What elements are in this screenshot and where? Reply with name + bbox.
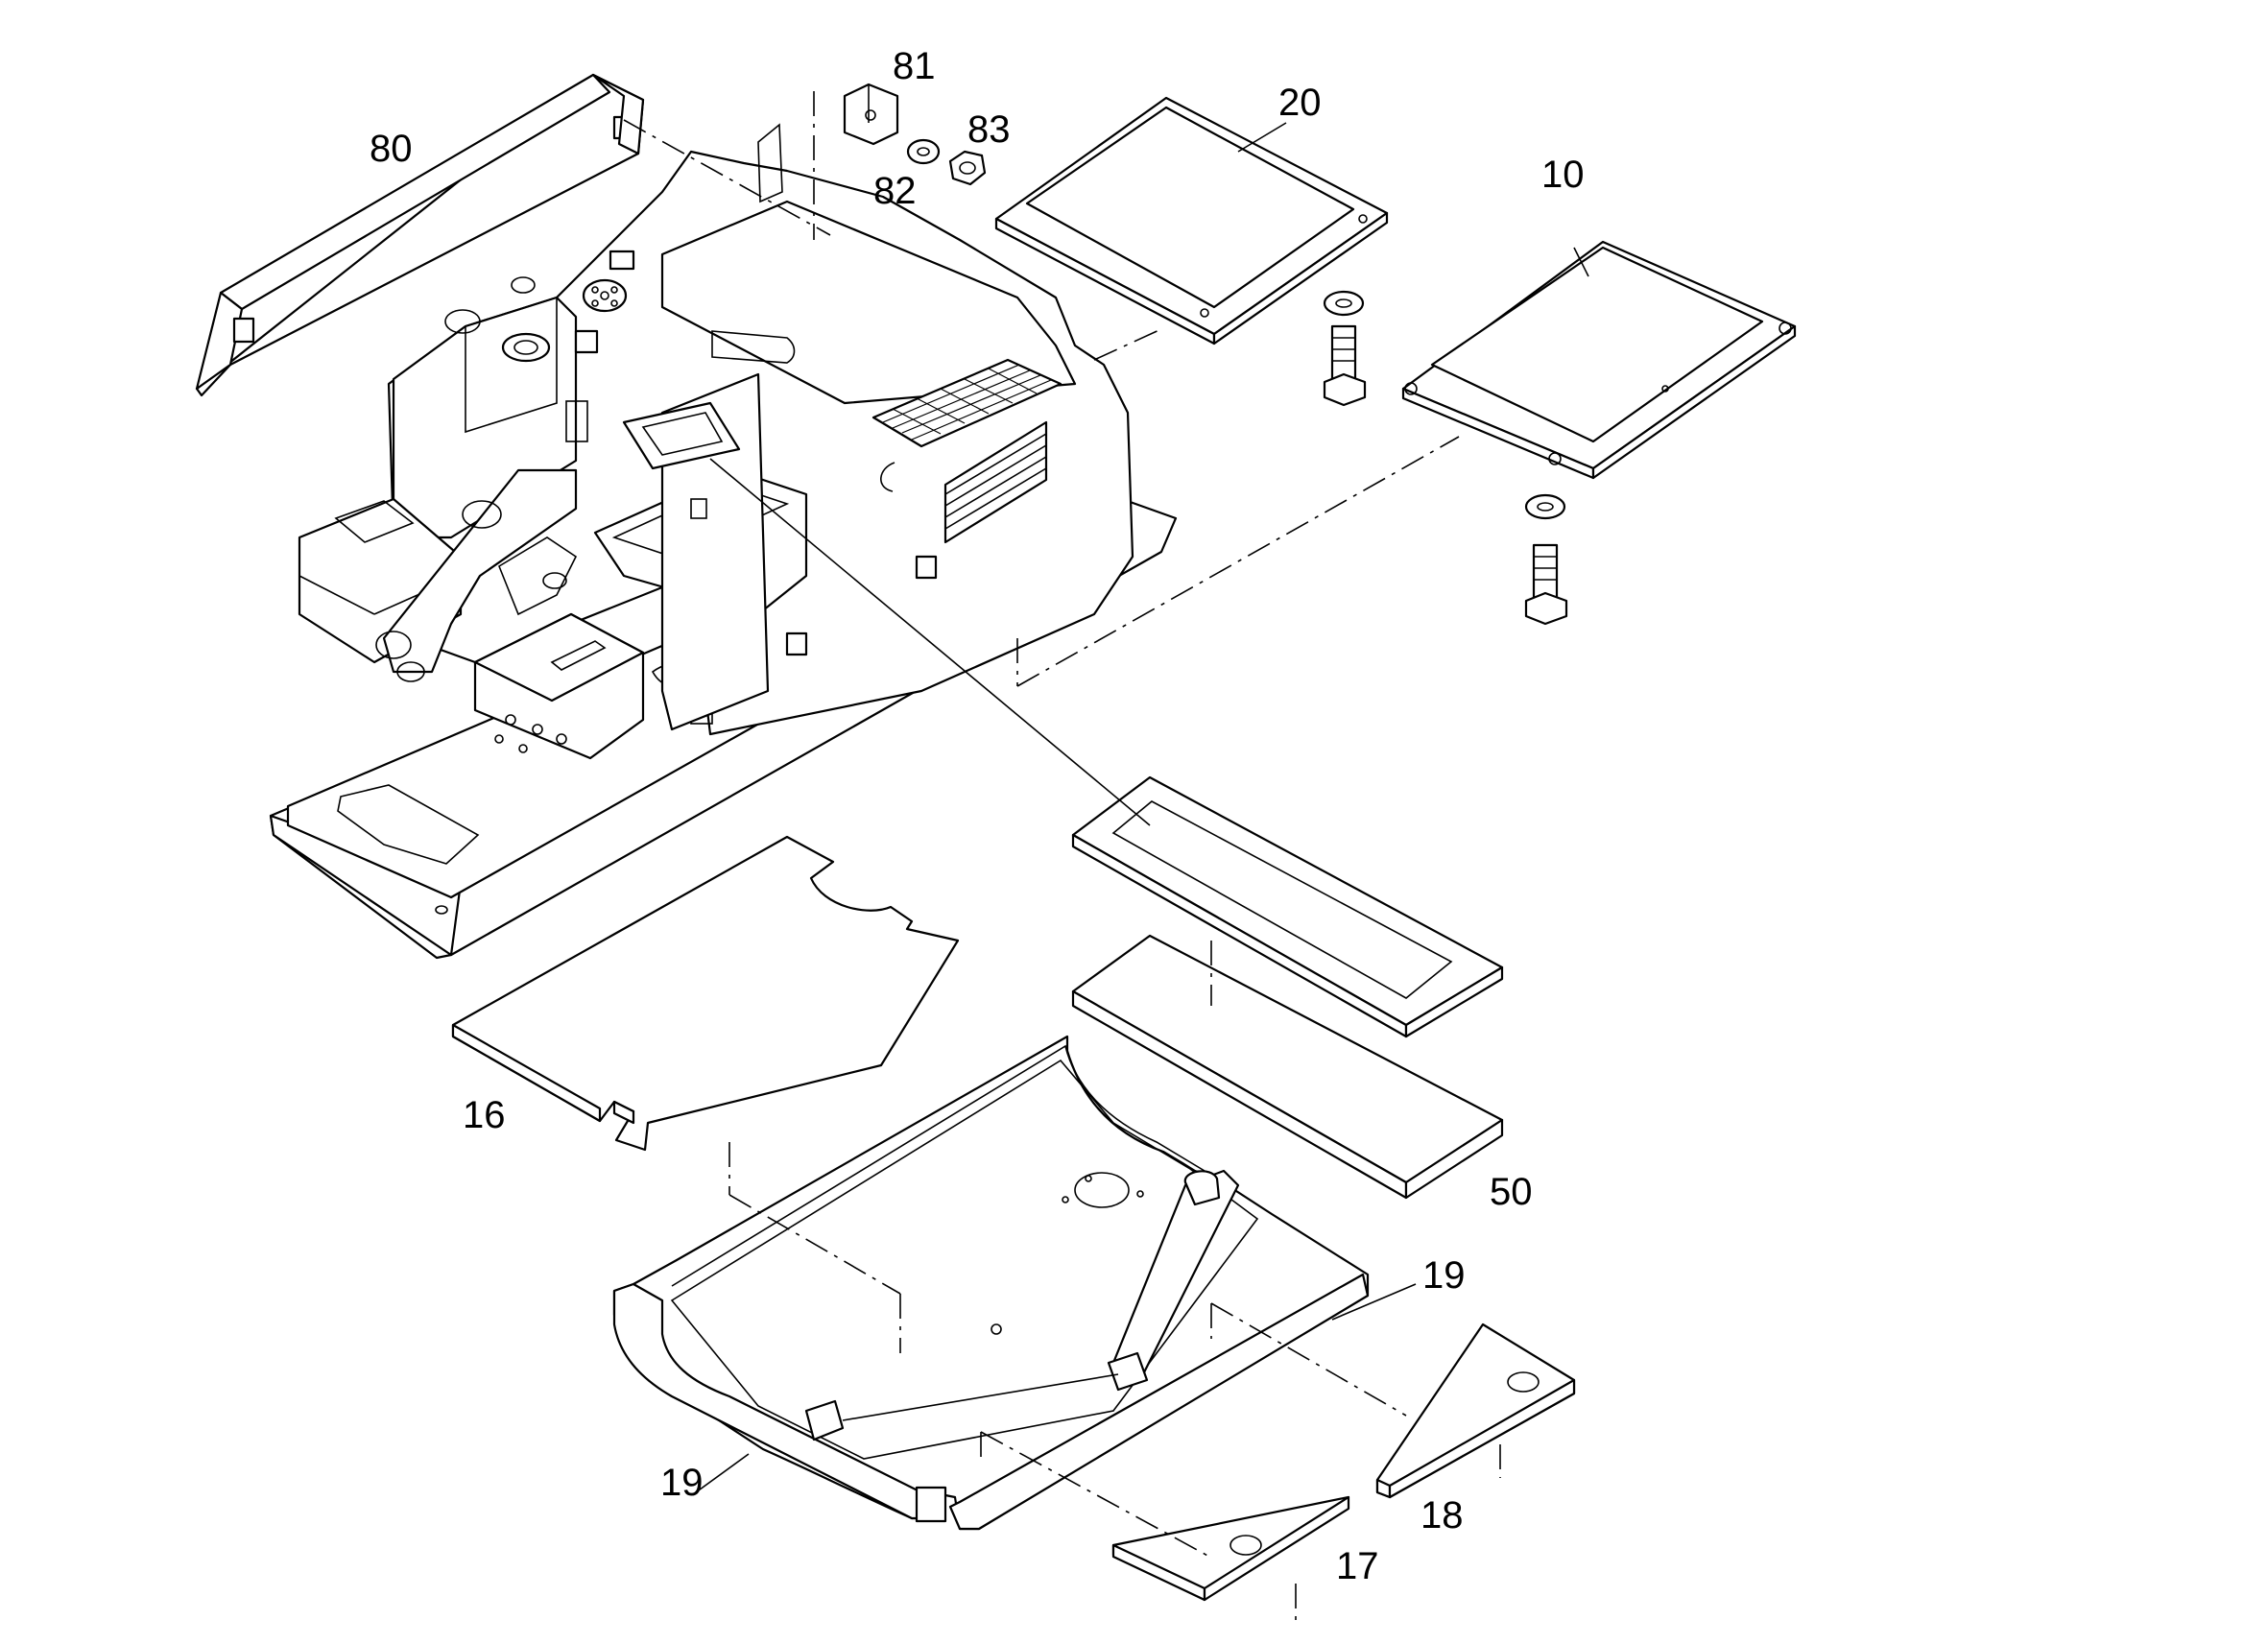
callout-19-right: 19 [1422, 1254, 1466, 1297]
grille [871, 358, 1062, 448]
part-20-cover-plate [994, 96, 1389, 345]
callout-17: 17 [1336, 1545, 1379, 1587]
part-20-washer [1323, 290, 1365, 317]
callout-50: 50 [1490, 1171, 1533, 1213]
callout-19-left: 19 [660, 1462, 704, 1504]
part-82-washer [906, 138, 941, 165]
callout-80: 80 [370, 128, 413, 170]
part-80-cover-plate [195, 73, 645, 397]
leader-lines [695, 122, 1589, 1493]
alignment-lines [623, 91, 1501, 1620]
callout-10: 10 [1541, 154, 1585, 196]
callout-labels: 80 81 82 83 20 10 16 50 19 19 18 17 [370, 45, 1585, 1587]
callout-82: 82 [873, 170, 917, 212]
callout-81: 81 [893, 45, 936, 87]
part-17-gusset [1111, 1495, 1350, 1602]
callout-18: 18 [1420, 1494, 1464, 1537]
part-10-cover-plate [1401, 240, 1797, 480]
part-83-nut [948, 150, 987, 186]
main-frame-assembly [269, 123, 1178, 960]
part-16-floor-mat [451, 835, 960, 1152]
part-19-tray [612, 1035, 1370, 1531]
part-50-filter-pad [1071, 934, 1504, 1200]
callout-16: 16 [463, 1094, 506, 1136]
part-10-washer [1524, 493, 1566, 520]
part-10-bolt [1524, 543, 1568, 626]
callout-83: 83 [967, 108, 1011, 151]
callout-20: 20 [1278, 82, 1322, 124]
part-50-filter-frame [1071, 775, 1504, 1038]
part-20-bolt [1323, 324, 1367, 407]
part-18-gusset [1375, 1322, 1576, 1499]
part-81-clip [843, 83, 899, 146]
vent-louvers [943, 420, 1048, 544]
